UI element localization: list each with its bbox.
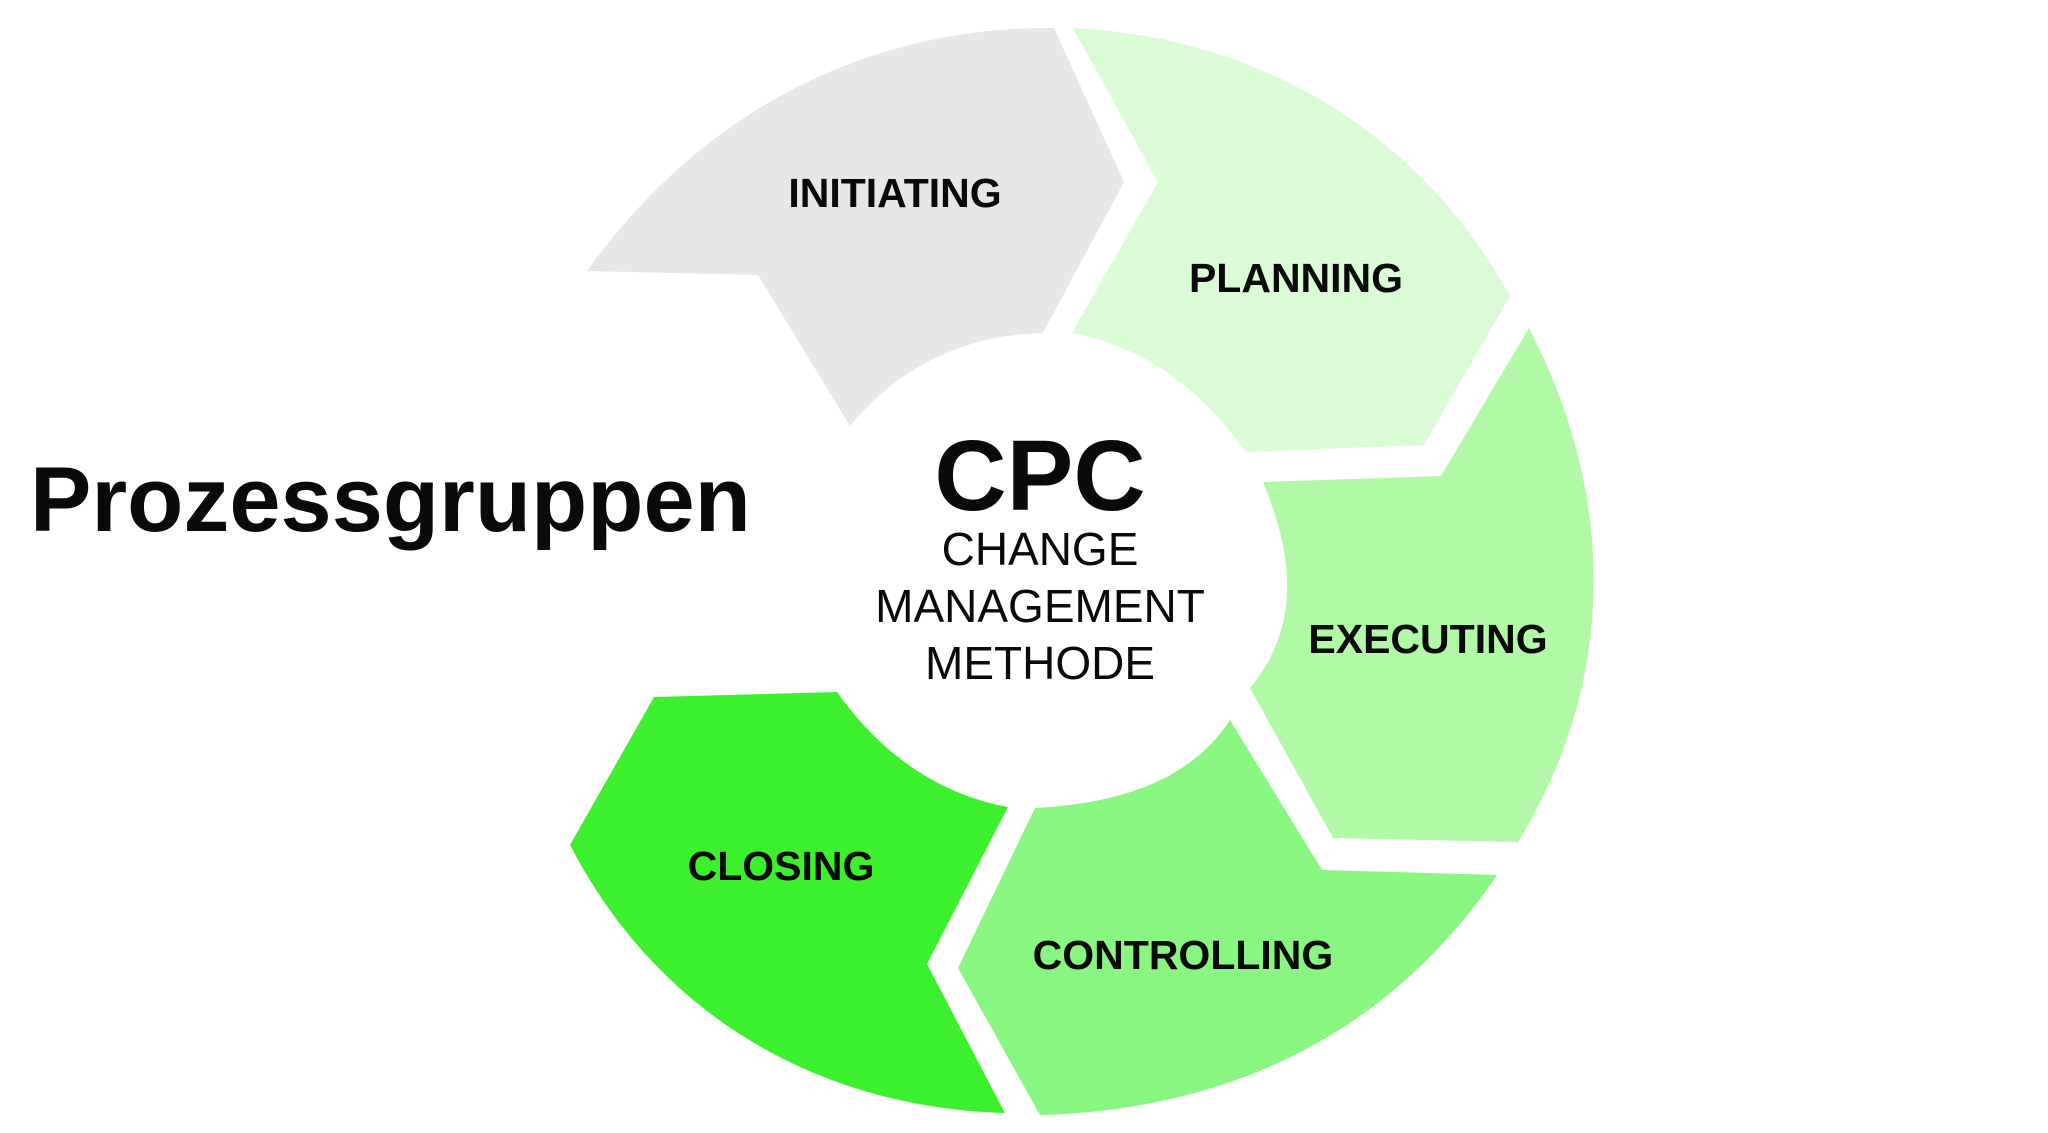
page-title: Prozessgruppen (30, 449, 751, 551)
segment-label-controlling: CONTROLLING (1033, 932, 1334, 978)
center-title: CPC (934, 420, 1145, 532)
center-circle (828, 358, 1252, 782)
segment-label-closing: CLOSING (688, 843, 875, 889)
segment-closing (570, 692, 1008, 1113)
segment-planning (1072, 28, 1510, 452)
center-subtitle-line: METHODE (925, 637, 1155, 689)
segment-controlling (958, 720, 1497, 1115)
center-subtitle-line: MANAGEMENT (875, 580, 1205, 632)
segment-label-initiating: INITIATING (788, 170, 1001, 216)
segment-initiating (587, 27, 1124, 427)
center-subtitle-line: CHANGE (942, 523, 1139, 575)
segment-executing (1250, 328, 1594, 842)
segment-label-executing: EXECUTING (1308, 616, 1547, 662)
segment-label-planning: PLANNING (1189, 255, 1403, 301)
